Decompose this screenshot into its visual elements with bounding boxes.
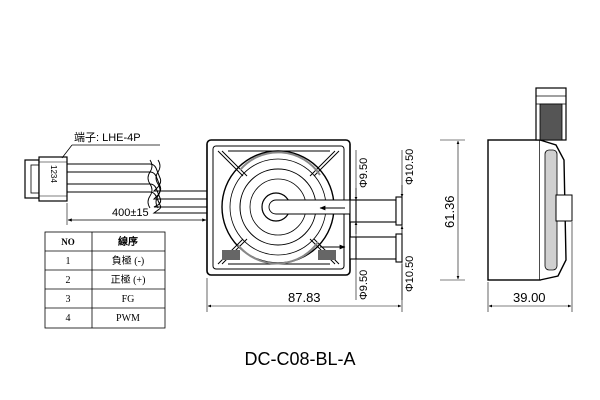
pin-table-header-no: NO <box>61 237 75 247</box>
pin-table-header-wire: 線序 <box>118 235 138 248</box>
pin-table-cell: 正極 (+) <box>111 273 146 286</box>
pin-table-cell: 負極 (-) <box>112 254 145 267</box>
depth-dimension <box>487 222 573 312</box>
pin-table-cell: 3 <box>66 294 71 305</box>
connector-pin-numbers: 1234 <box>49 165 58 183</box>
pin-table-cell: 4 <box>66 313 71 324</box>
outlet-spout <box>349 196 403 226</box>
pump-side-view <box>487 87 573 281</box>
inlet-outer-diameter-label: Φ10.50 <box>404 256 416 292</box>
pin-table-cell: 2 <box>66 275 71 286</box>
height-dimension <box>440 139 465 281</box>
pump-front-view <box>206 139 351 276</box>
connector <box>24 156 68 202</box>
depth-label: 39.00 <box>513 290 546 305</box>
width-label: 87.83 <box>288 290 321 305</box>
cable <box>67 163 207 214</box>
outlet-outer-diameter-label: Φ10.50 <box>404 149 416 185</box>
height-label: 61.36 <box>442 195 457 228</box>
width-dimension <box>206 264 403 312</box>
cable-length-dimension <box>66 203 207 225</box>
pin-table-cell: 1 <box>66 256 71 267</box>
pin-table-cell: FG <box>122 294 135 305</box>
outlet-diameter-label: Φ9.50 <box>358 158 370 188</box>
connector-leader <box>61 144 73 159</box>
pin-table <box>44 231 166 329</box>
pin-table-cell: PWM <box>116 313 140 324</box>
connector-label: 端子: LHE-4P <box>74 131 141 144</box>
model-name: DC-C08-BL-A <box>244 349 355 369</box>
inlet-spout <box>349 233 403 263</box>
cable-break-symbol <box>147 159 161 209</box>
cable-length-label: 400±15 <box>112 207 149 219</box>
inlet-diameter-label: Φ9.50 <box>358 270 370 300</box>
